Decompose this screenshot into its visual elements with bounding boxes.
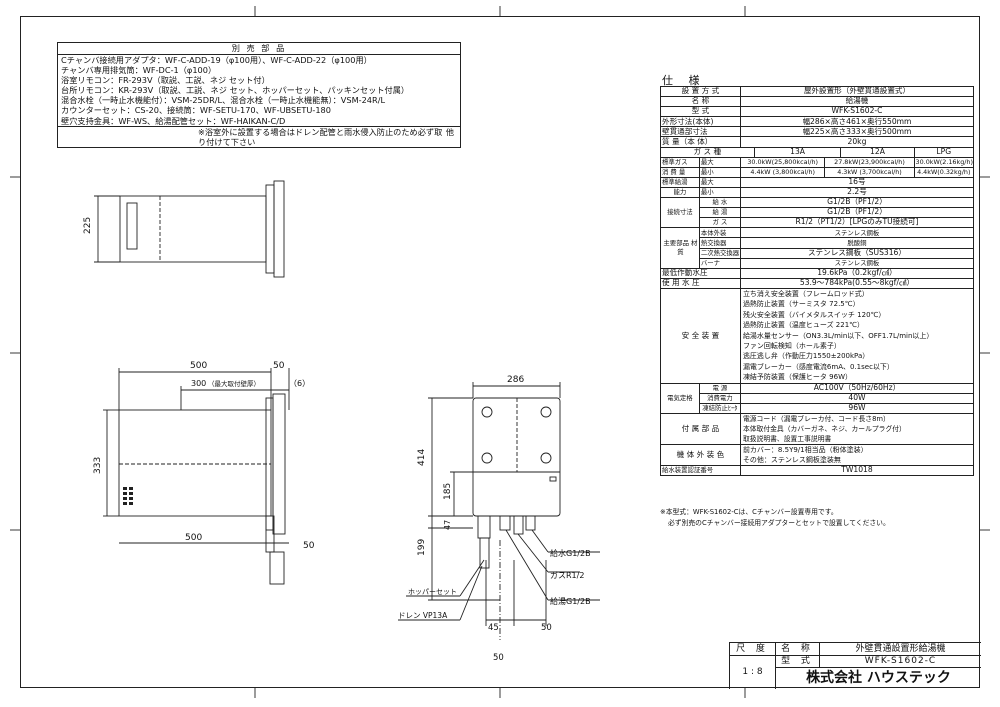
accessory-item: 本体取付金具（カバーガネ、ネジ、カールプラグ付） xyxy=(742,425,906,434)
note-line: ※本型式：WFK-S1602-Cは、Cチャンバー設置専用です。 xyxy=(660,508,838,516)
finish-item: 前カバー：8.5Y9/1相当品（粉体塗装） xyxy=(742,446,868,455)
spec-notes: ※本型式：WFK-S1602-Cは、Cチャンバー設置専用です。 必ず別売のCチャ… xyxy=(660,507,890,528)
frame-ticks xyxy=(10,6,990,698)
dim-50-bottom: 50 xyxy=(493,653,504,663)
accessory-item: 電源コード（漏電ブレーカ付、コード長さ8m） xyxy=(742,415,890,424)
optional-parts-box: 別 売 部 品 Cチャンバ接続用アダプタ：WF-C-ADD-19（φ100用）、… xyxy=(57,42,461,149)
note-line: 必ず別売のCチャンバー接続用アダプターとセットで設置してください。 xyxy=(668,518,890,527)
safety-item: ファン回転検知（ホール素子） xyxy=(742,341,841,350)
label-hot-out: 給湯G1/2B xyxy=(550,596,591,606)
safety-item: 給湯水量センサー（ON3.3L/min以下、OFF1.7L/min以上） xyxy=(742,331,934,340)
dim-max-wall: （最大取付壁厚） xyxy=(208,379,260,388)
elec-value: 96W xyxy=(739,403,975,415)
side-view xyxy=(103,368,290,585)
dim-185: 185 xyxy=(443,483,453,500)
other-mark: 他 xyxy=(445,126,454,137)
title-block: 尺 度 1 : 8 名 称 外壁貫通設置形給湯機 型 式 WFK-S1602-C… xyxy=(729,642,981,689)
drawing-frame xyxy=(20,16,980,688)
optional-parts-header: 別 売 部 品 xyxy=(58,43,460,55)
optional-part-row: Cチャンバ接続用アダプタ：WF-C-ADD-19（φ100用）、WF-C-ADD… xyxy=(61,55,372,65)
dim-50-bot: 50 xyxy=(303,541,315,551)
label-gas: ガスR1/2 xyxy=(550,570,584,580)
side-view-vents xyxy=(123,487,133,505)
safety-item: 過熱防止装置（温度ヒューズ 221℃） xyxy=(742,321,865,330)
optional-part-row: 台所リモコン：KR-293V（取説、工説、ネジ セット、ホッパーセット、パッキン… xyxy=(61,85,410,96)
dim-414: 414 xyxy=(417,449,427,466)
scale-label: 尺 度 xyxy=(730,643,776,656)
label-hopper: ホッパーセット xyxy=(408,588,457,596)
dim-6: （6） xyxy=(289,379,310,388)
name-value: 外壁貫通設置形給湯機 xyxy=(820,643,981,656)
model-value: WFK-S1602-C xyxy=(820,656,981,668)
optional-parts-footer: ※浴室外に設置する場合はドレン配管と雨水侵入防止のため必ず取り付けて下さい 他 xyxy=(58,125,460,147)
dim-199: 199 xyxy=(417,539,427,556)
dim-225: 225 xyxy=(83,217,93,234)
cert-value: TW1018 xyxy=(739,465,975,477)
dim-500-bot: 500 xyxy=(185,533,202,543)
safety-item: 凍結予防装置（保護ヒータ 96W） xyxy=(742,373,852,382)
dim-500-top: 500 xyxy=(190,361,207,371)
safety-item: 逃圧逃し弁（作動圧力1550±200kPa） xyxy=(742,352,870,361)
drain-note: ※浴室外に設置する場合はドレン配管と雨水侵入防止のため必ず取り付けて下さい xyxy=(198,126,443,147)
elec-item: 凍結防止ﾋｰﾀ xyxy=(698,403,741,415)
dim-300: 300 xyxy=(191,379,206,388)
safety-item: 過熱防止装置（サーミスタ 72.5℃） xyxy=(742,300,860,309)
spec-title: 仕 様 xyxy=(662,74,706,87)
optional-part-row: 混合水栓（一時止水機能付）：VSM-25DR/L、混合水栓（一時止水機能無）：V… xyxy=(61,95,386,106)
dim-286: 286 xyxy=(507,375,524,385)
label-drain: ドレン VP13A xyxy=(398,611,448,620)
safety-item: 残火安全装置（バイメタルスイッチ 120℃） xyxy=(742,310,886,319)
dim-50-top: 50 xyxy=(273,361,285,371)
elec-label: 電気定格 xyxy=(660,382,700,415)
finish-item: その他：ステンレス鋼板塗装無 xyxy=(742,456,841,465)
label-water-in: 給水G1/2B xyxy=(550,548,591,558)
optional-part-row: 壁穴支持金具：WF-WS、給湯配管セット：WF-HAIKAN-C/D xyxy=(61,115,286,126)
optional-part-row: カウンターセット：CS-20、接続筒：WF-SETU-170、WF-UBSETU… xyxy=(61,105,331,116)
use-pressure-value: 53.9～784kPa(0.55～8kgf/㎠） xyxy=(739,277,975,289)
safety-list: 立ち消え安全装置（フレームロッド式） 過熱防止装置（サーミスタ 72.5℃） 残… xyxy=(739,287,975,384)
name-label: 名 称 xyxy=(776,643,820,656)
optional-part-row: 浴室リモコン：FR-293V（取説、工説、ネジ セット付） xyxy=(61,75,270,86)
safety-item: 漏電ブレーカー（感度電流6mA、0.1sec以下） xyxy=(742,362,894,371)
dim-50-right: 50 xyxy=(541,623,552,633)
dim-45: 45 xyxy=(488,623,499,633)
company-name: 株式会社 ハウステック xyxy=(806,670,951,686)
top-view xyxy=(94,180,285,278)
scale-value: 1 : 8 xyxy=(730,656,776,689)
accessory-item: 取扱説明書、設置工事説明書 xyxy=(742,435,832,444)
finish-list: 前カバー：8.5Y9/1相当品（粉体塗装） その他：ステンレス鋼板塗装無 xyxy=(739,444,975,467)
dim-333: 333 xyxy=(93,457,103,474)
safety-item: 立ち消え安全装置（フレームロッド式） xyxy=(742,289,869,298)
dim-47: 47 xyxy=(443,520,452,530)
model-label: 型 式 xyxy=(776,656,820,668)
optional-part-row: チャンバ専用排気筒：WF-DC-1（φ100） xyxy=(61,65,217,76)
front-view xyxy=(398,382,600,640)
material-label: 主要部品 材 質 xyxy=(660,227,700,269)
